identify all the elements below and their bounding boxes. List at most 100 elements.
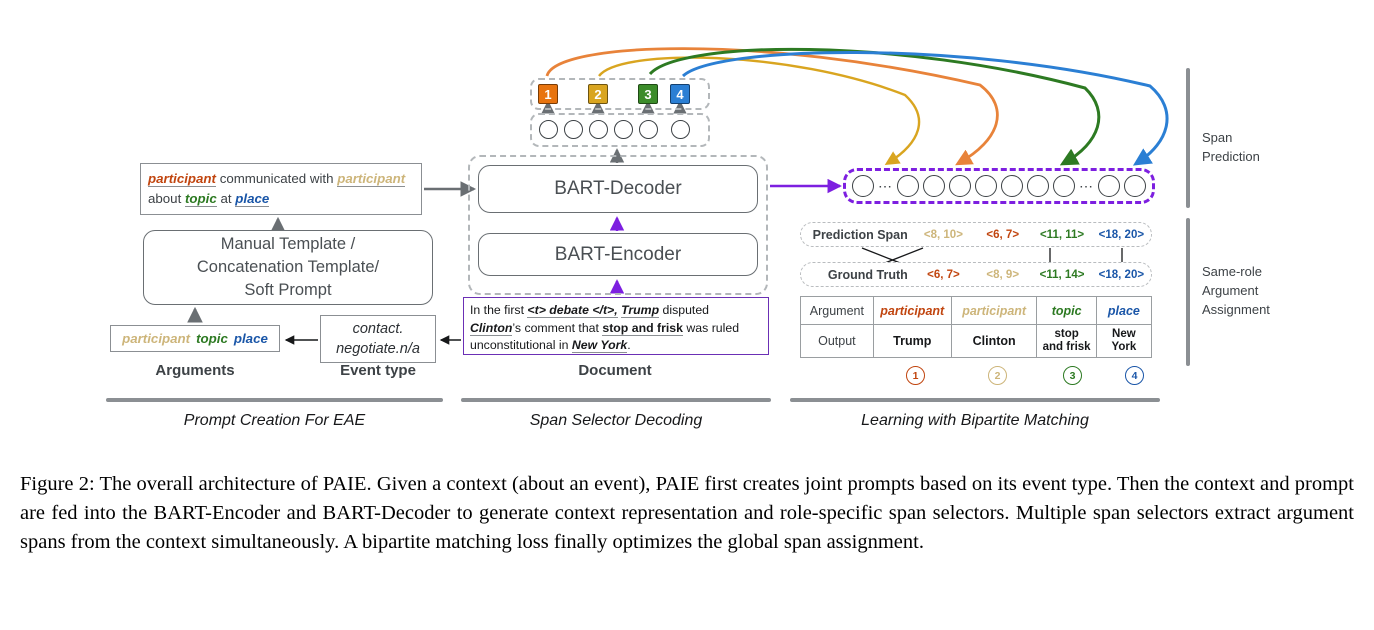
section-name-2: Span Selector Decoding	[529, 412, 703, 429]
doc-arg-new-york: New York	[571, 338, 628, 353]
template-selection-box: Manual Template / Concatenation Template…	[143, 230, 433, 305]
context-token	[975, 175, 997, 197]
table-header-argument: Argument	[800, 296, 874, 325]
same-role-label: Same-role Argument Assignment	[1202, 262, 1270, 319]
context-token	[1001, 175, 1023, 197]
section-name-1: Prompt Creation For EAE	[183, 412, 366, 429]
table-row-argument: Argument participant participant topic p…	[800, 296, 1153, 325]
context-token	[1027, 175, 1049, 197]
document-box: In the first <t> debate </t>, Trump disp…	[463, 297, 769, 355]
selector-box-3[interactable]: 3	[638, 84, 658, 104]
span-selector-group	[530, 78, 710, 110]
output-marker-3: 3	[1063, 366, 1082, 385]
prompt-text-mid: communicated with	[219, 171, 334, 186]
ellipsis-left: ⋯	[878, 178, 893, 194]
span-prediction-rule	[1186, 68, 1190, 208]
prediction-span-4: <18, 20>	[1098, 228, 1145, 241]
table-argument-4: place	[1095, 296, 1153, 325]
template-option-concatenation: Concatenation Template/	[196, 258, 380, 276]
ground-truth-row: Ground Truth <6, 7> <8, 9> <11, 14> <18,…	[800, 262, 1152, 287]
prompt-template-box: participant communicated with participan…	[140, 163, 422, 215]
selector-box-2[interactable]: 2	[588, 84, 608, 104]
ellipsis-right: ⋯	[1079, 178, 1094, 194]
prompt-text-at: at	[220, 191, 232, 206]
section-name-3: Learning with Bipartite Matching	[861, 412, 1089, 429]
decoder-token-1	[539, 120, 558, 139]
table-output-2-text: Clinton	[972, 334, 1016, 348]
prediction-span-row: Prediction Span <8, 10> <6, 7> <11, 11> …	[800, 222, 1152, 247]
prediction-span-label: Prediction Span	[812, 227, 908, 242]
output-marker-2: 2	[988, 366, 1007, 385]
label-document: Document	[578, 362, 652, 379]
ground-truth-span-4: <18, 20>	[1098, 268, 1145, 281]
argument-place: place	[233, 331, 268, 346]
table-output-4-l1: New	[1112, 328, 1136, 340]
prediction-span-3: <11, 11>	[1039, 228, 1085, 241]
decoder-token-3	[589, 120, 608, 139]
prompt-role-topic: topic	[184, 191, 217, 207]
table-output-3-l1: stop	[1054, 328, 1079, 340]
span-prediction-label: Span Prediction	[1202, 128, 1260, 166]
decoder-output-group	[530, 113, 710, 147]
doc-t4: disputed	[662, 303, 710, 317]
table-argument-3: topic	[1036, 296, 1097, 325]
decoder-token-5	[639, 120, 658, 139]
prompt-role-place: place	[235, 191, 270, 207]
context-token	[897, 175, 919, 197]
doc-arg-clinton: Clinton	[470, 320, 513, 336]
template-option-manual: Manual Template /	[220, 235, 356, 253]
ground-truth-label: Ground Truth	[827, 267, 908, 282]
table-header-output: Output	[800, 324, 874, 358]
decoder-token-6	[671, 120, 690, 139]
section-rule-2	[461, 398, 771, 402]
section-rule-1	[106, 398, 443, 402]
doc-t1: In the first	[470, 303, 524, 317]
table-output-1-text: Trump	[893, 334, 932, 348]
event-type-line2: negotiate.n/a	[336, 341, 420, 357]
table-output-4-l2: York	[1111, 341, 1137, 353]
output-marker-4: 4	[1125, 366, 1144, 385]
table-output-3-l2: and frisk	[1042, 341, 1091, 353]
figure-caption: Figure 2: The overall architecture of PA…	[20, 473, 1354, 553]
table-output-1: Trump	[872, 324, 952, 358]
span-prediction-l2: Prediction	[1202, 149, 1260, 164]
context-token	[852, 175, 874, 197]
label-event-type: Event type	[340, 362, 416, 379]
event-type-box: contact. negotiate.n/a	[320, 315, 436, 363]
context-token	[1098, 175, 1120, 197]
context-representation-row: ⋯ ⋯	[843, 168, 1155, 204]
prediction-span-2: <6, 7>	[986, 228, 1020, 241]
argument-output-table: Argument participant participant topic p…	[800, 296, 1153, 358]
argument-topic: topic	[196, 331, 228, 346]
doc-trigger: <t> debate </t>,	[527, 303, 618, 318]
doc-arg-stop-and-frisk: stop and frisk	[602, 320, 683, 336]
doc-t10: .	[627, 338, 631, 352]
selector-box-4[interactable]: 4	[670, 84, 690, 104]
bart-encoder-box: BART-Encoder	[478, 233, 758, 276]
context-token	[949, 175, 971, 197]
bart-model-group	[468, 155, 768, 295]
output-marker-1: 1	[906, 366, 925, 385]
same-role-l1: Same-role	[1202, 264, 1262, 279]
selector-box-1[interactable]: 1	[538, 84, 558, 104]
argument-participant: participant	[122, 331, 191, 346]
context-token	[923, 175, 945, 197]
doc-arg-trump: Trump	[621, 303, 660, 318]
same-role-l2: Argument	[1202, 283, 1259, 298]
doc-t8: was ruled unconstitutional in	[470, 320, 740, 353]
prompt-role-participant-1: participant	[148, 171, 216, 187]
decoder-token-2	[564, 120, 583, 139]
same-role-l3: Assignment	[1202, 302, 1270, 317]
table-argument-1: participant	[872, 296, 952, 325]
event-type-line1: contact.	[352, 321, 404, 337]
table-output-2: Clinton	[950, 324, 1038, 358]
ground-truth-span-1: <6, 7>	[927, 268, 960, 281]
context-token	[1053, 175, 1075, 197]
prompt-role-participant-2: participant	[337, 171, 406, 187]
bart-decoder-box: BART-Decoder	[478, 165, 758, 213]
ground-truth-span-2: <8, 9>	[986, 268, 1020, 281]
template-option-soft-prompt: Soft Prompt	[244, 281, 332, 299]
